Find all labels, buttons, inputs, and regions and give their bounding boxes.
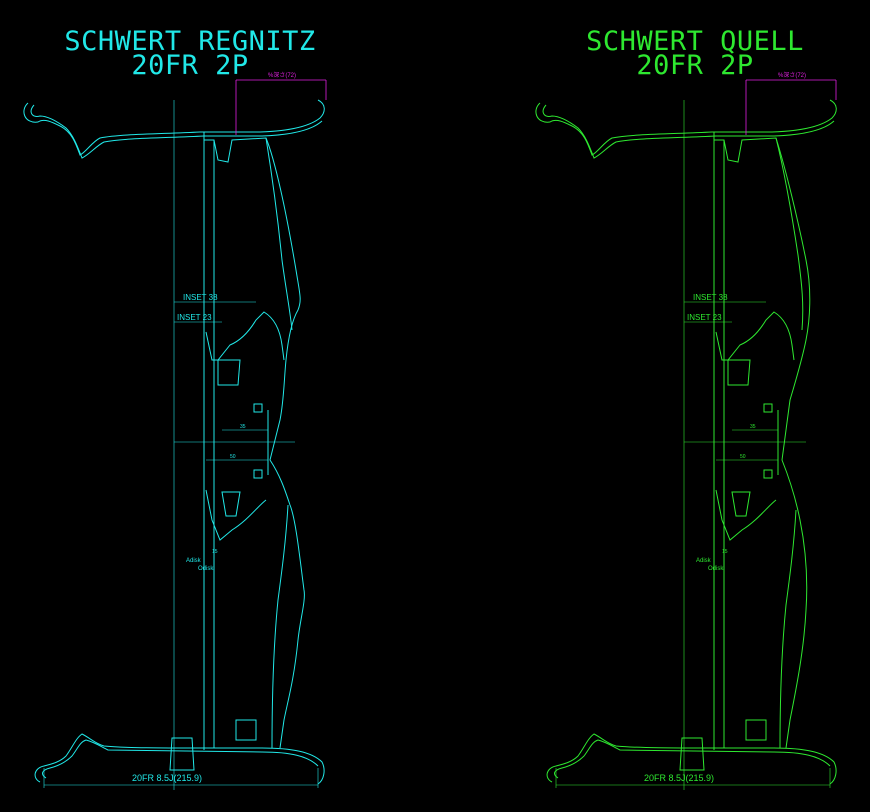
right-hub-bolt-upper xyxy=(727,359,751,386)
left-inner-rim-bottom xyxy=(42,739,319,779)
left-small-num-label: 15 xyxy=(212,549,218,555)
left-spoke-inner-line xyxy=(265,137,293,331)
left-outer-rim-top xyxy=(23,99,325,156)
left-size-label: 20FR 8.5J(215.9) xyxy=(132,773,202,783)
right-flange-bolt xyxy=(745,719,767,741)
right-title-line2: 20FR 2P xyxy=(636,50,754,81)
left-outer-rim-bottom xyxy=(34,733,325,785)
right-odisk-label: Odisk xyxy=(708,566,724,572)
left-flange-bolt xyxy=(235,719,257,741)
right-title-line1: SCHWERT QUELL xyxy=(586,26,804,57)
right-outer-rim-bottom xyxy=(546,733,837,785)
left-inset38-label: INSET 38 xyxy=(183,293,218,302)
right-adisk-label: Adisk xyxy=(696,558,712,564)
left-wheel-title: SCHWERT REGNITZ 20FR 2P xyxy=(20,26,360,81)
left-dim-50-label: 50 xyxy=(230,454,236,460)
left-hub-lower xyxy=(205,489,267,541)
left-dim-35-label: 35 xyxy=(240,424,246,430)
right-inner-rim-top xyxy=(542,104,835,159)
right-spoke-inner-line xyxy=(775,137,804,331)
right-wheel-title: SCHWERT QUELL 20FR 2P xyxy=(525,26,865,81)
right-small-num-label: 15 xyxy=(722,549,728,555)
right-size-label: 20FR 8.5J(215.9) xyxy=(644,773,714,783)
left-odisk-label: Odisk xyxy=(198,566,214,572)
right-center-bolts xyxy=(763,403,773,479)
left-inner-rim-top xyxy=(30,104,323,159)
left-inset23-label: INSET 23 xyxy=(177,313,212,322)
right-inset38-label: INSET 38 xyxy=(693,293,728,302)
right-valve xyxy=(679,737,705,771)
left-spoke-lower-line xyxy=(271,504,289,749)
right-dim-50-label: 50 xyxy=(740,454,746,460)
left-title-line1: SCHWERT REGNITZ xyxy=(64,26,316,57)
left-valve xyxy=(169,737,195,771)
right-hub-bolt-lower xyxy=(731,491,751,517)
left-center-bolts xyxy=(253,403,263,479)
right-inset23-label: INSET 23 xyxy=(687,313,722,322)
right-spoke-lower-line xyxy=(779,509,797,749)
left-title-line2: 20FR 2P xyxy=(131,50,249,81)
right-lip-label: %深さ(72) xyxy=(778,71,806,79)
left-lip-label: %深さ(72) xyxy=(268,71,296,79)
left-hub-bolt-lower xyxy=(221,491,241,517)
right-outer-rim-top xyxy=(535,99,837,156)
right-hub-upper xyxy=(715,311,795,361)
right-inner-rim-bottom xyxy=(554,739,831,779)
left-adisk-label: Adisk xyxy=(186,558,202,564)
left-disk-face xyxy=(203,140,215,750)
right-hub-lower xyxy=(715,489,777,541)
right-disk-face xyxy=(713,140,725,750)
right-dim-35-label: 35 xyxy=(750,424,756,430)
right-spoke-front-contour xyxy=(713,132,811,749)
left-spoke-front-contour xyxy=(203,132,305,749)
left-hub-bolt-upper xyxy=(217,359,241,386)
left-hub-upper xyxy=(205,311,285,361)
